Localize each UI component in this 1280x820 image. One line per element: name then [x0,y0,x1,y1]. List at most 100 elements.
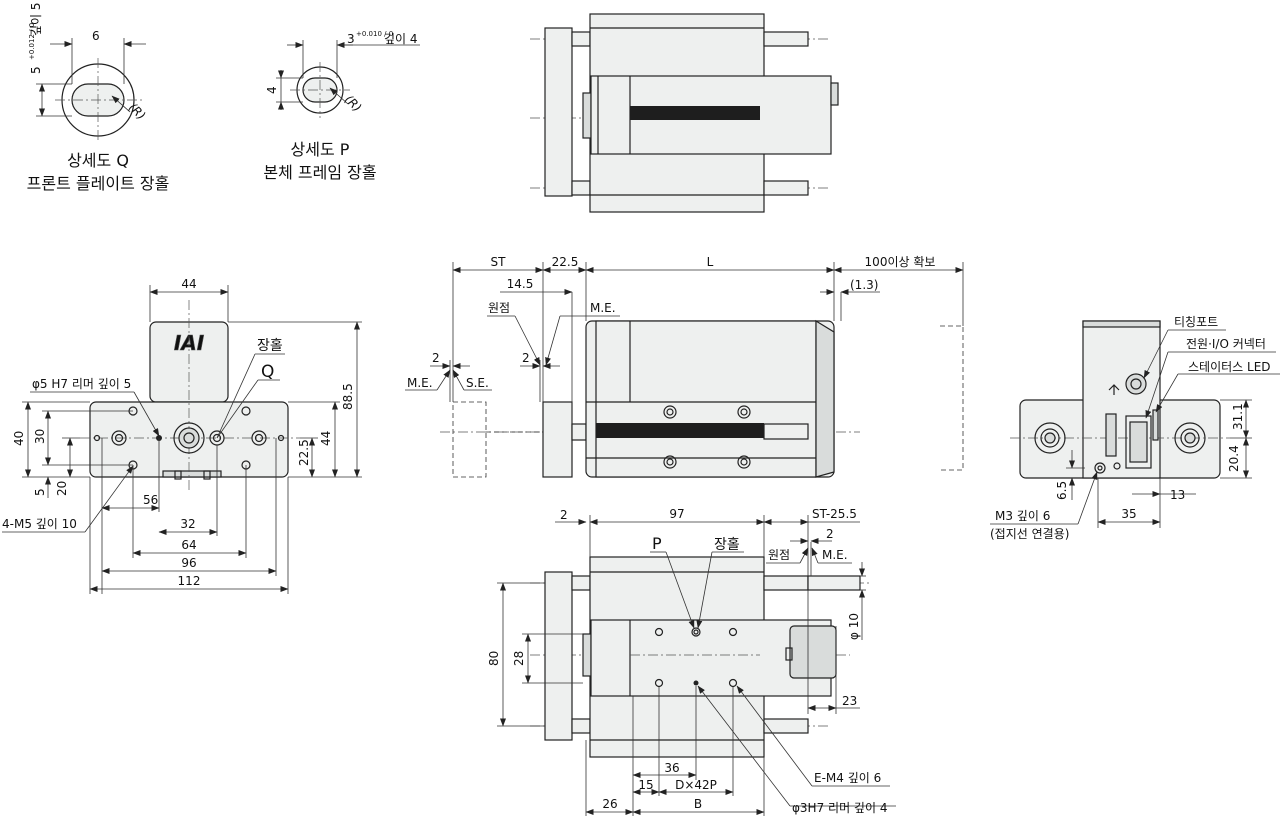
dim-dxp: D×42P [675,778,717,792]
side-view-rail [596,423,764,438]
me-left-label: M.E. [407,376,433,390]
dim-6-5: 6.5 [1055,481,1069,500]
dim-56: 56 [143,493,158,507]
dim-14-5: 14.5 [507,277,534,291]
dim-15: 15 [638,778,653,792]
origin-label: 원점 [488,301,510,315]
dim-64: 64 [181,538,196,552]
me-top-label: M.E. [590,301,616,315]
detail-p: 3 +0.010 / 0 깊이 4 4 (R) 상세도 P 본체 프레임 장홀 [263,30,420,182]
top-view-guide-rod-upper [763,31,809,47]
q-label: Q [261,362,274,382]
dim-97: 97 [669,507,684,521]
dim-40: 40 [12,431,26,446]
dim-32: 32 [180,517,195,531]
detail-q-radius: (R) [126,100,148,122]
dim-88-5: 88.5 [341,383,355,410]
p-label: P [652,534,662,553]
detail-q-dim-width: 6 [92,29,100,43]
dim-80: 80 [487,651,501,666]
dim-st: ST [491,255,507,269]
ground-tap-label: M3 깊이 6 [995,509,1050,523]
bottom-view-controller [789,625,837,679]
detail-p-depth: 깊이 4 [384,32,418,46]
front-view-guide-hole-left [111,430,127,446]
dim-44-right: 44 [319,431,333,446]
bottom-reamer-label: φ3H7 리머 깊이 4 [792,801,887,815]
dim-bottom-2-right: 2 [826,527,834,541]
dim-31-1: 31.1 [1231,403,1245,430]
detail-q-subtitle: 프론트 플레이트 장홀 [27,174,170,193]
bottom-tap-label: E-M4 깊이 6 [814,771,881,785]
ground-tap-hole [1094,462,1106,474]
dim-side-22-5: 22.5 [552,255,579,269]
dim-112: 112 [178,574,201,588]
reamer-label: φ5 H7 리머 깊이 5 [32,377,131,391]
rear-view-controller [1082,320,1161,479]
detail-p-subtitle: 본체 프레임 장홀 [263,163,376,182]
dim-20: 20 [55,481,69,496]
front-view: IAI 44 장홀 Q φ5 H7 [2,277,362,594]
teaching-port-label: 티칭포트 [1174,315,1218,329]
dim-1-3: (1.3) [850,278,878,292]
front-view-rod-outer [173,422,205,454]
front-view-guide-hole-right [251,430,267,446]
detail-p-title: 상세도 P [291,140,350,159]
top-view-rail [630,106,760,120]
tap-label: 4-M5 깊이 10 [2,517,77,531]
top-view [530,13,839,213]
dim-22-5: 22.5 [297,439,311,466]
bottom-view-front-plate [544,571,573,741]
phi-10: φ 10 [847,613,861,640]
dim-2b: 2 [522,351,530,365]
rear-view: 티칭포트 전원·I/O 커넥터 스테이터스 LED 31.1 20.4 13 3… [990,315,1280,541]
bottom-view-mount-holes [654,627,738,688]
detail-q: 6 5 +0.012 / 0 깊이 5 (R) 상세도 Q 프론트 플레이트 장… [27,2,170,193]
power-io-connector [1125,415,1152,469]
se-left-label: S.E. [466,376,489,390]
bottom-origin-label: 원점 [768,548,790,562]
side-view-clearance-outline [940,325,964,471]
dim-26: 26 [602,797,617,811]
dim-28: 28 [512,651,526,666]
status-led-label: 스테이터스 LED [1188,360,1271,374]
top-view-front-plate [544,27,573,197]
dim-30: 30 [33,429,47,444]
clearance-label: 100이상 확보 [865,255,936,269]
dim-35: 35 [1121,507,1136,521]
side-view-guide-rod [763,423,809,440]
power-io-label: 전원·I/O 커넥터 [1186,337,1266,351]
bottom-view-rod-extension [807,575,861,591]
front-view-rod [178,427,200,449]
dim-st-minus: ST-25.5 [812,507,857,521]
bottom-slot-label: 장홀 [714,537,740,553]
dim-front-44-top: 44 [181,277,196,291]
side-view: ST 22.5 L 100이상 확보 14.5 (1.3) 원점 M.E. 2 … [405,255,964,478]
status-led [1152,409,1159,441]
top-view-guide-rod-lower [763,180,809,196]
dim-96: 96 [181,556,196,570]
m5-tap-hole-2 [241,406,251,416]
bottom-me-label: M.E. [822,548,848,562]
dim-23: 23 [842,694,857,708]
dim-20-4: 20.4 [1227,445,1241,472]
detail-p-dim-width: 3 [347,32,355,46]
dim-L: L [707,255,714,269]
dim-5: 5 [33,488,47,496]
detail-q-title: 상세도 Q [67,151,129,170]
ground-tap-note: (접지선 연결용) [990,527,1069,541]
slot-label: 장홀 [257,338,283,354]
dim-2a: 2 [432,351,440,365]
detail-p-dim-height: 4 [265,86,279,94]
dim-13: 13 [1170,488,1185,502]
detail-q-tolerance: +0.012 / 0 [28,23,36,60]
detail-p-tolerance: +0.010 / 0 [356,30,393,38]
detail-q-dim-height: 5 [29,66,43,74]
detail-p-radius: (R) [342,92,364,114]
side-view-stroke-end-plate [452,401,487,478]
teaching-port-icon [1125,373,1147,395]
rear-view-guide-left [1034,422,1066,454]
dim-bottom-2: 2 [560,508,568,522]
detail-q-depth: 깊이 5 [29,2,43,36]
